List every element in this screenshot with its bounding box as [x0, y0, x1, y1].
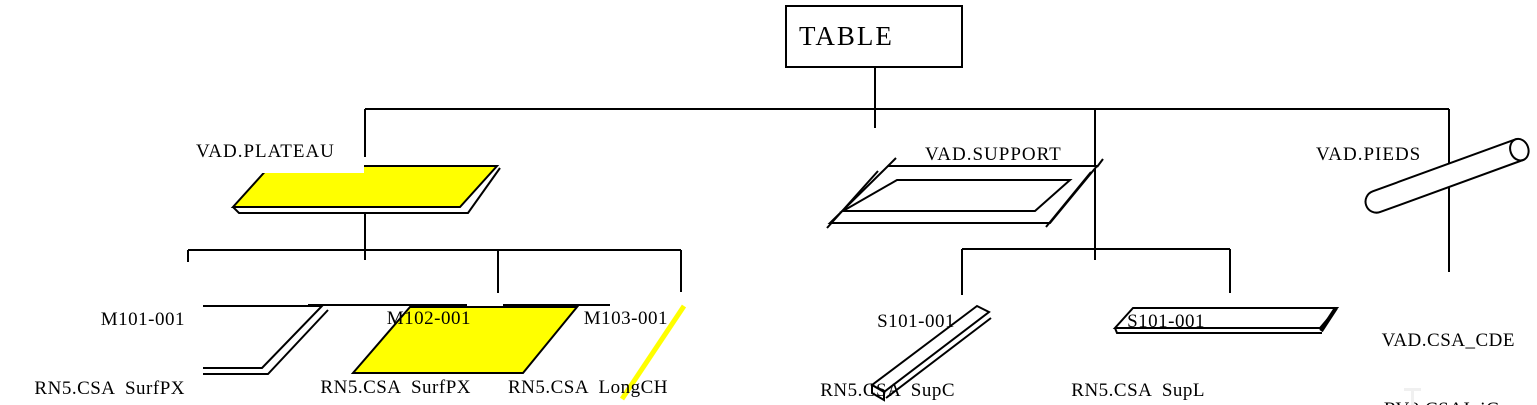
m103-bar-shape[interactable]: [619, 304, 687, 401]
node-m101[interactable]: M101-001 RN5.CSA SurfPX: [0, 262, 203, 405]
node-s101-supc[interactable]: S101-001 RN5.CSA SupC: [770, 264, 955, 405]
part-ref: RN5.CSA SupL: [1071, 380, 1205, 401]
connector-lines: [187, 68, 1450, 295]
part-ref: RN5.CSA LongCH: [507, 377, 668, 398]
part-id: M103-001: [583, 308, 668, 329]
node-m103[interactable]: M103-001 RN5.CSA LongCH: [483, 261, 668, 405]
node-vad-csa-cde[interactable]: VAD.CSA_CDE RV2.CSAIniCar: [1330, 283, 1515, 405]
supl-plate-shape[interactable]: [1112, 306, 1340, 334]
node-vad-pieds[interactable]: VAD.PIEDS: [1316, 144, 1422, 165]
text-cursor-artifact: [1404, 388, 1421, 405]
node-vad-support[interactable]: VAD.SUPPORT: [925, 144, 1062, 165]
part-ref: RN5.CSA SupC: [820, 380, 955, 401]
part-ref: RV2.CSAIniCar: [1330, 398, 1515, 405]
node-vad-plateau[interactable]: VAD.PLATEAU: [190, 141, 364, 173]
part-id: S101-001: [1127, 311, 1205, 332]
support-frame-shape[interactable]: [826, 157, 1104, 229]
node-m102[interactable]: M102-001 RN5.CSA SurfPX: [286, 261, 471, 405]
part-ref: RN5.CSA SurfPX: [320, 377, 471, 398]
m102-plate-shape[interactable]: [350, 306, 580, 374]
part-id: M102-001: [386, 308, 471, 329]
pieds-cylinder-shape[interactable]: [1362, 136, 1531, 216]
supc-beam-shape[interactable]: [870, 304, 992, 402]
part-id: M101-001: [100, 309, 185, 330]
part-id: VAD.CSA_CDE: [1381, 330, 1515, 351]
part-ref: RN5.CSA SurfPX: [34, 378, 185, 399]
root-node-label: TABLE: [799, 21, 894, 51]
plateau-plate-shape[interactable]: [230, 165, 501, 214]
part-id: S101-001: [877, 311, 955, 332]
root-node-table[interactable]: TABLE: [785, 5, 963, 68]
node-s101-supl[interactable]: S101-001 RN5.CSA SupL: [1020, 264, 1205, 405]
